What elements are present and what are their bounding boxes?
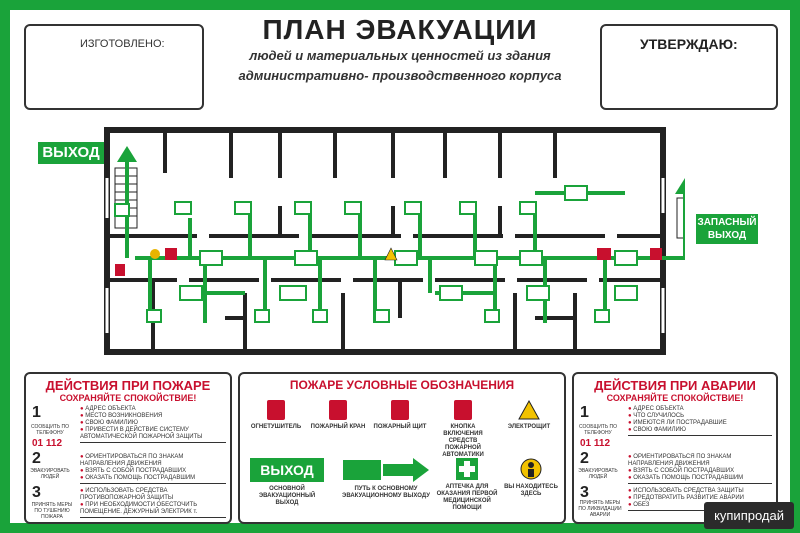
fire-panel-title: ДЕЙСТВИЯ ПРИ ПОЖАРЕ: [45, 378, 211, 393]
fire-board-icon: [391, 400, 409, 420]
fire-step-1-list: АДРЕС ОБЪЕКТА МЕСТО ВОЗНИКНОВЕНИЯ СВОЮ Ф…: [80, 406, 226, 443]
accident-actions-panel: ДЕЙСТВИЯ ПРИ АВАРИИ СОХРАНЯЙТЕ СПОКОЙСТВ…: [572, 372, 778, 524]
accident-step-3-list: ИСПОЛЬЗОВАТЬ СРЕДСТВА ЗАЩИТЫ ПРЕДОТВРАТИ…: [628, 488, 772, 511]
fire-step-1-phone: 01 112: [32, 438, 63, 449]
main-exit-arrow: [117, 146, 137, 162]
fire-step-2-number: 2: [32, 450, 41, 467]
legend-hydrant: ПОЖАРНЫЙ КРАН: [310, 400, 366, 431]
legend-label: ОСНОВНОЙ ЭВАКУАЦИОННЫЙ ВЫХОД: [258, 486, 316, 506]
list-item: СВОЮ ФАМИЛИЮ: [80, 420, 226, 427]
accident-step-2-list: ОРИЕНТИРОВАТЬСЯ ПО ЗНАКАМ НАПРАВЛЕНИЯ ДВ…: [628, 454, 772, 484]
spare-exit-label: ЗАПАСНЫЙ ВЫХОД: [696, 214, 758, 244]
windows: [105, 178, 665, 333]
legend-electrical-panel: ЭЛЕКТРОЩИТ: [500, 400, 558, 431]
list-item: СВОЮ ФАМИЛИЮ: [628, 427, 772, 434]
legend-label: АПТЕЧКА ДЛЯ ОКАЗАНИЯ ПЕРВОЙ МЕДИЦИНСКОЙ …: [436, 484, 498, 511]
top-partitions: [163, 130, 557, 236]
fire-step-1-number: 1: [32, 404, 41, 421]
list-item: АДРЕС ОБЪЕКТА: [80, 406, 226, 413]
legend-first-aid: АПТЕЧКА ДЛЯ ОКАЗАНИЯ ПЕРВОЙ МЕДИЦИНСКОЙ …: [436, 458, 498, 512]
accident-step-1-list: АДРЕС ОБЪЕКТА ЧТО СЛУЧИЛОСЬ ИМЕЮТСЯ ЛИ П…: [628, 406, 772, 436]
first-aid-icon: [456, 458, 478, 480]
legend-alarm-button: КНОПКА ВКЛЮЧЕНИЯ СРЕДСТВ ПОЖАРНОЙ АВТОМА…: [430, 400, 496, 459]
legend-label: ОГНЕТУШИТЕЛЬ: [250, 424, 302, 430]
list-item: ОКАЗАТЬ ПОМОЩЬ ПОСТРАДАВШИМ: [628, 475, 772, 482]
fire-actions-panel: ДЕЙСТВИЯ ПРИ ПОЖАРЕ СОХРАНЯЙТЕ СПОКОЙСТВ…: [24, 372, 232, 524]
list-item: ПРЕДОТВРАТИТЬ РАЗВИТИЕ АВАРИИ: [628, 495, 772, 502]
subtitle-line-2: административно- производственного корпу…: [238, 68, 562, 83]
fire-step-3-label: ПРИНЯТЬ МЕРЫ ПО ТУШЕНИЮ ПОЖАРА: [31, 502, 73, 520]
fire-step-2-list: ОРИЕНТИРОВАТЬСЯ ПО ЗНАКАМ НАПРАВЛЕНИЯ ДВ…: [80, 454, 226, 484]
list-item: ОБЕЗ: [628, 502, 772, 509]
fire-panel-subtitle: СОХРАНЯЙТЕ СПОКОЙСТВИЕ!: [59, 393, 197, 403]
accident-step-1-phone: 01 112: [580, 438, 611, 449]
spare-exit-arrow: [675, 178, 685, 194]
list-item: МЕСТО ВОЗНИКНОВЕНИЯ: [80, 413, 226, 420]
fire-hydrant-icon: [329, 400, 347, 420]
made-by-label: ИЗГОТОВЛЕНО:: [80, 38, 165, 50]
legend-you-are-here: ВЫ НАХОДИТЕСЬ ЗДЕСЬ: [502, 458, 560, 498]
accident-step-3-label: ПРИНЯТЬ МЕРЫ ПО ЛИКВИДАЦИИ АВАРИИ: [578, 500, 622, 518]
legend-label: ПУТЬ К ОСНОВНОМУ ЭВАКУАЦИОННОМУ ВЫХОДУ: [342, 486, 430, 499]
list-item: ОКАЗАТЬ ПОМОЩЬ ПОСТРАДАВШИМ: [80, 475, 226, 482]
route-signs: [114, 185, 638, 323]
accident-panel-title: ДЕЙСТВИЯ ПРИ АВАРИИ: [594, 378, 756, 393]
evacuation-routes: [125, 158, 685, 323]
floor-plan: [104, 127, 685, 355]
watermark: купипродай: [704, 502, 794, 529]
legend-title: ПОЖАРЕ УСЛОВНЫЕ ОБОЗНАЧЕНИЯ: [289, 378, 515, 392]
legend-label: ПОЖАРНЫЙ КРАН: [310, 424, 366, 430]
accident-panel-subtitle: СОХРАНЯЙТЕ СПОКОЙСТВИЕ!: [606, 393, 744, 403]
legend-extinguisher: ОГНЕТУШИТЕЛЬ: [248, 400, 304, 431]
exit-path-arrow-icon: [343, 458, 429, 482]
exit-sign-icon: ВЫХОД: [250, 458, 324, 482]
electrical-panel-icon: [518, 400, 540, 420]
legend-label: ПОЖАРНЫЙ ЩИТ: [373, 424, 427, 430]
fire-equipment-markers: [115, 247, 662, 276]
list-item: ВЗЯТЬ С СОБОЙ ПОСТРАДАВШИХ: [628, 468, 772, 475]
approve-box: УТВЕРЖДАЮ:: [600, 24, 778, 110]
legend-fire-board: ПОЖАРНЫЙ ЩИТ: [372, 400, 428, 431]
extinguisher-icon: [267, 400, 285, 420]
spare-exit-line-2: ВЫХОД: [707, 230, 747, 241]
alarm-button-icon: [454, 400, 472, 420]
legend-label: ВЫ НАХОДИТЕСЬ ЗДЕСЬ: [504, 484, 558, 497]
list-item: ОРИЕНТИРОВАТЬСЯ ПО ЗНАКАМ НАПРАВЛЕНИЯ ДВ…: [628, 454, 772, 468]
legend-panel: ПОЖАРЕ УСЛОВНЫЕ ОБОЗНАЧЕНИЯ ОГНЕТУШИТЕЛЬ…: [238, 372, 566, 524]
list-item: ПРИВЕСТИ В ДЕЙСТВИЕ СИСТЕМУ АВТОМАТИЧЕСК…: [80, 427, 226, 441]
list-item: ЧТО СЛУЧИЛОСЬ: [628, 413, 772, 420]
fire-step-1-label: СООБЩИТЬ ПО ТЕЛЕФОНУ: [30, 424, 70, 436]
list-item: ОРИЕНТИРОВАТЬСЯ ПО ЗНАКАМ НАПРАВЛЕНИЯ ДВ…: [80, 454, 226, 468]
legend-exit-path: ПУТЬ К ОСНОВНОМУ ЭВАКУАЦИОННОМУ ВЫХОДУ: [336, 458, 436, 500]
bottom-partitions: [151, 280, 577, 352]
legend-main-exit: ВЫХОД ОСНОВНОЙ ЭВАКУАЦИОННЫЙ ВЫХОД: [250, 458, 324, 507]
page-title: ПЛАН ЭВАКУАЦИИ: [262, 14, 538, 45]
list-item: ИМЕЮТСЯ ЛИ ПОСТРАДАВШИЕ: [628, 420, 772, 427]
accident-step-2-label: ЭВАКУИРОВАТЬ ЛЮДЕЙ: [578, 468, 618, 480]
main-exit-label: ВЫХОД: [38, 142, 104, 164]
subtitle-line-1: людей и материальных ценностей из здания: [249, 48, 551, 63]
title-block: ПЛАН ЭВАКУАЦИИ людей и материальных ценн…: [230, 14, 570, 86]
list-item: ВЗЯТЬ С СОБОЙ ПОСТРАДАВШИХ: [80, 468, 226, 475]
list-item: ПРИ НЕОБХОДИМОСТИ ОБЕСТОЧИТЬ ПОМЕЩЕНИЕ. …: [80, 502, 226, 516]
legend-label: КНОПКА ВКЛЮЧЕНИЯ СРЕДСТВ ПОЖАРНОЙ АВТОМА…: [442, 424, 484, 458]
fire-step-3-list: ИСПОЛЬЗОВАТЬ СРЕДСТВА ПРОТИВОПОЖАРНОЙ ЗА…: [80, 488, 226, 518]
spare-exit-line-1: ЗАПАСНЫЙ: [697, 217, 757, 228]
accident-step-1-number: 1: [580, 404, 589, 421]
approve-label: УТВЕРЖДАЮ:: [640, 36, 738, 52]
accident-step-3-number: 3: [580, 484, 589, 501]
right-staircase: [676, 197, 685, 239]
outer-wall: [104, 127, 666, 355]
list-item: ИСПОЛЬЗОВАТЬ СРЕДСТВА ЗАЩИТЫ: [628, 488, 772, 495]
made-by-box: ИЗГОТОВЛЕНО:: [24, 24, 204, 110]
fire-step-3-number: 3: [32, 484, 41, 501]
list-item: АДРЕС ОБЪЕКТА: [628, 406, 772, 413]
you-are-here-icon: [520, 458, 542, 480]
list-item: ИСПОЛЬЗОВАТЬ СРЕДСТВА ПРОТИВОПОЖАРНОЙ ЗА…: [80, 488, 226, 502]
accident-step-2-number: 2: [580, 450, 589, 467]
accident-step-1-label: СООБЩИТЬ ПО ТЕЛЕФОНУ: [578, 424, 618, 436]
fire-step-2-label: ЭВАКУИРОВАТЬ ЛЮДЕЙ: [30, 468, 70, 480]
legend-label: ЭЛЕКТРОЩИТ: [507, 424, 551, 430]
